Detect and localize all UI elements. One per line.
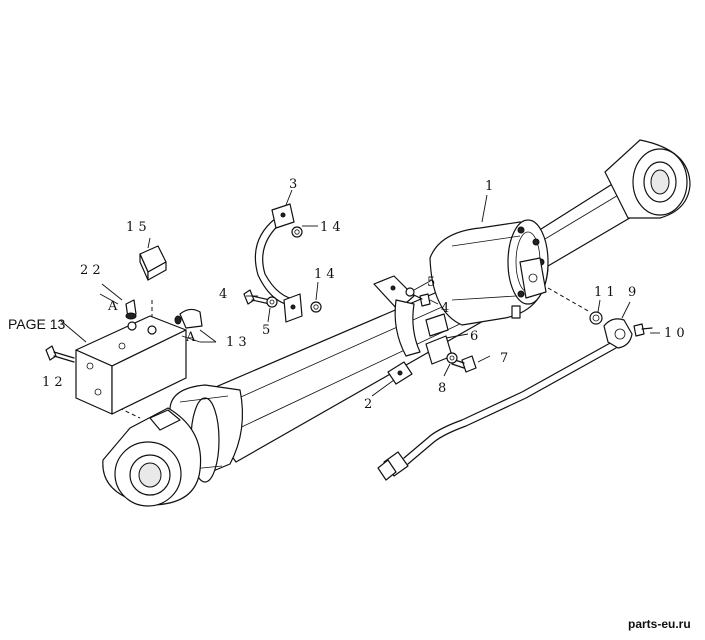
bolt-10 [633, 323, 653, 337]
watermark: parts-eu.ru [628, 617, 691, 631]
label-1: 1 [485, 179, 493, 194]
label-7: 7 [500, 351, 508, 366]
label-15: 1 5 [126, 220, 147, 235]
washer-14-lower [310, 301, 322, 313]
bolt-12 [45, 345, 75, 363]
hydraulic-tube [377, 341, 617, 481]
label-4-left: 4 [219, 287, 227, 302]
callout-labels: 1 2 3 4 4 5 5 6 7 8 9 1 0 1 1 1 2 1 3 1 … [8, 177, 691, 631]
fitting-22 [125, 299, 137, 320]
bolt-4-right [405, 287, 431, 307]
valve-block [75, 315, 187, 415]
label-5-right: 5 [427, 275, 435, 290]
label-14-upper: 1 4 [320, 220, 341, 235]
label-22: 2 2 [80, 263, 101, 278]
bolt-7 [451, 355, 477, 373]
label-10: 1 0 [664, 326, 685, 341]
label-A-left: A [107, 299, 118, 314]
o-ring-11 [589, 311, 603, 325]
bolt-4-left [243, 289, 271, 305]
label-11: 1 1 [594, 285, 615, 300]
washer-8 [446, 352, 458, 364]
fitting-13 [174, 308, 203, 329]
label-8: 8 [438, 381, 446, 396]
label-3: 3 [289, 177, 297, 192]
label-12: 1 2 [42, 375, 63, 390]
head-port-block [511, 257, 547, 319]
clamp-2 [373, 275, 453, 385]
label-9: 9 [628, 285, 636, 300]
page-reference: PAGE 13 [8, 316, 66, 332]
washer-5-left [266, 296, 278, 308]
pressure-switch-15 [139, 245, 167, 281]
label-13: 1 3 [226, 335, 247, 350]
clamp-3 [254, 203, 303, 323]
washer-14-upper [291, 226, 303, 238]
leader-lines [59, 189, 660, 397]
rod-end-eye [604, 139, 691, 219]
label-A-right: A [185, 330, 196, 345]
base-eye [102, 407, 202, 507]
label-2: 2 [364, 397, 372, 412]
label-6: 6 [470, 329, 478, 344]
label-14-lower: 1 4 [314, 267, 335, 282]
label-5-left: 5 [262, 323, 270, 338]
elbow-fitting-9 [603, 318, 633, 349]
label-4-right: 4 [441, 301, 449, 316]
